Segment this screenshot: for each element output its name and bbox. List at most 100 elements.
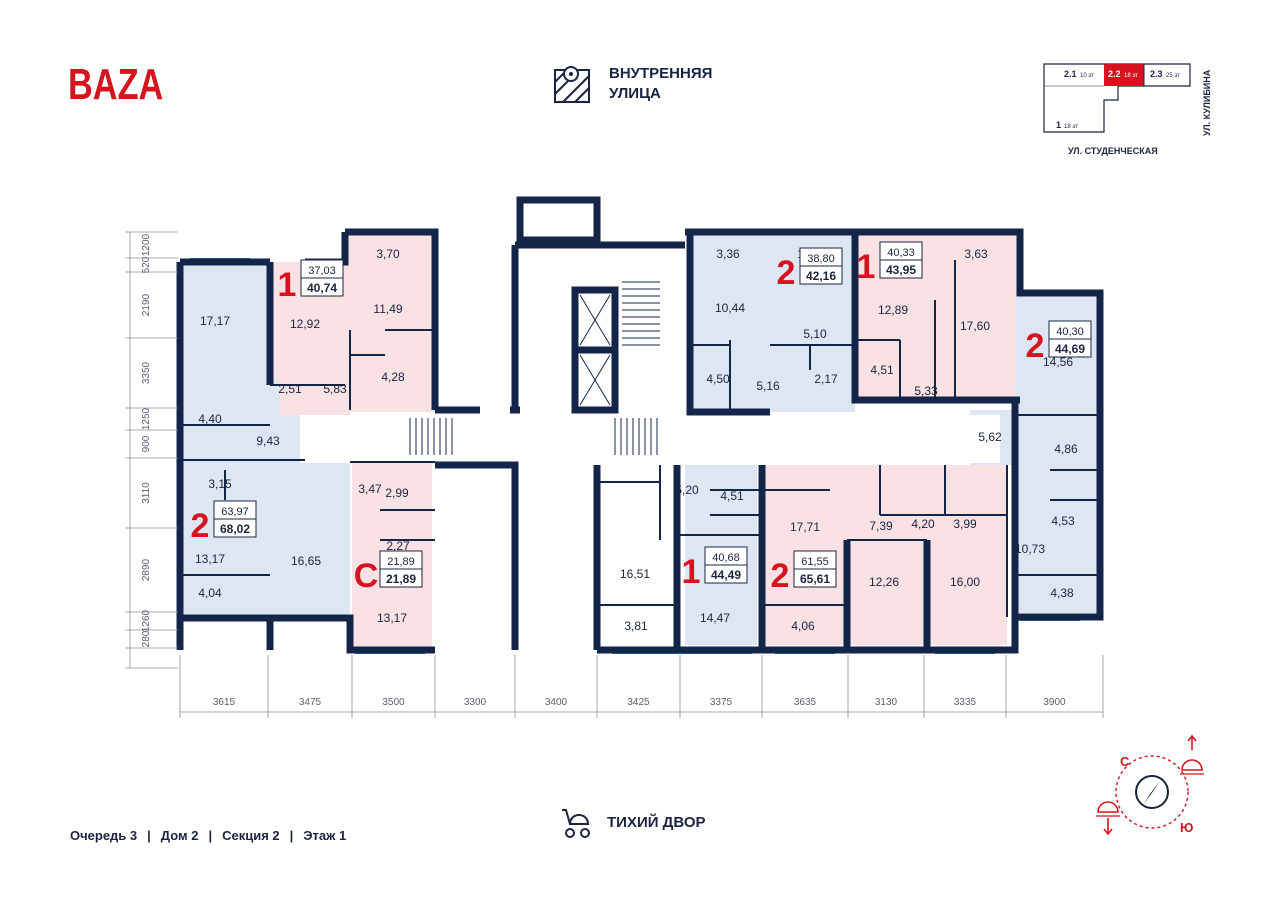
keymap-section-1-floors: 10 эт <box>1080 73 1094 79</box>
compass-north: С <box>1120 754 1130 769</box>
floor-label: Этаж 1 <box>303 828 347 843</box>
apartment-total-area: 65,61 <box>800 572 830 586</box>
wall <box>571 346 619 414</box>
section-label: Секция 2 <box>222 828 280 843</box>
wall <box>516 196 601 244</box>
room-area: 13,17 <box>195 552 225 566</box>
map-street-icon <box>554 66 590 103</box>
apartment-living-area: 38,80 <box>807 253 835 265</box>
queue-label: Очередь 3 <box>70 828 138 843</box>
keymap-section-2-floors: 18 эт <box>1124 73 1138 79</box>
street-top-line1: ВНУТРЕННЯЯ <box>609 65 713 82</box>
wall <box>176 262 435 654</box>
dimension-bottom: 3900 <box>1043 697 1066 708</box>
compass-south: Ю <box>1180 820 1193 835</box>
section-keymap: 2.1 10 эт 2.2 18 эт 2.3 25 эт 1 18 эт УЛ… <box>1043 63 1212 156</box>
room-area: 4,04 <box>198 586 222 600</box>
wall <box>176 615 274 650</box>
room-area: 17,60 <box>960 319 990 333</box>
room-area: 4,20 <box>911 517 935 531</box>
separator: | <box>208 828 213 843</box>
room-area: 5,16 <box>756 379 780 393</box>
dimension-left: 3110 <box>141 482 152 504</box>
room-area: 3,63 <box>964 247 988 261</box>
room-area: 17,71 <box>790 520 820 534</box>
apartment-living-area: 21,89 <box>387 556 415 568</box>
dimension-bottom: 3335 <box>954 697 977 708</box>
apartment-rooms: 2 <box>1026 327 1045 365</box>
apartment-rooms: 2 <box>771 557 790 595</box>
dimension-left: 1250 <box>141 407 152 430</box>
dimension-left: 2190 <box>141 293 152 316</box>
keymap-street-right: УЛ. КУЛИБИНА <box>1202 69 1212 136</box>
room-area: 4,40 <box>198 412 222 426</box>
room-area: 2,17 <box>814 372 838 386</box>
room-area: 2,99 <box>385 486 409 500</box>
keymap-section-1-id: 2.1 <box>1064 69 1077 79</box>
apartment-total-area: 40,74 <box>307 281 337 295</box>
room-area: 5,83 <box>323 382 347 396</box>
room-area: 3,36 <box>716 247 740 261</box>
room-area: 4,28 <box>381 370 405 384</box>
street-bottom-label: ТИХИЙ ДВОР <box>607 814 706 831</box>
keymap-section-4-floors: 18 эт <box>1064 124 1078 130</box>
room-area: 12,26 <box>869 575 899 589</box>
apartment-rooms: 2 <box>777 254 796 292</box>
apartment-rooms: 2 <box>191 507 210 545</box>
apartment-living-area: 61,55 <box>801 556 829 568</box>
dimension-bottom: 3130 <box>875 697 898 708</box>
apartment-total-area: 43,95 <box>886 263 916 277</box>
dimension-left: 280 <box>141 630 152 647</box>
dimension-bottom: 3500 <box>382 697 405 708</box>
apartment-total-area: 44,69 <box>1055 342 1085 356</box>
apartment-rooms: 1 <box>278 266 297 304</box>
apartment-living-area: 40,30 <box>1056 326 1084 338</box>
baza-logo: BAZA <box>68 60 164 109</box>
room-area: 4,06 <box>791 619 815 633</box>
separator: | <box>147 828 151 843</box>
wall <box>758 465 931 650</box>
room-fill <box>927 465 1007 645</box>
dimension-bottom: 3425 <box>627 697 650 708</box>
room-fill <box>935 232 1020 402</box>
wall <box>345 228 439 410</box>
room-fill <box>345 232 435 412</box>
corridor <box>300 415 1000 463</box>
apartment-total-area: 42,16 <box>806 269 836 283</box>
street-top-label: ВНУТРЕННЯЯ УЛИЦА <box>609 64 712 104</box>
room-area: 3,70 <box>376 247 400 261</box>
dimension-bottom: 3635 <box>794 697 817 708</box>
dimension-left: 520 <box>141 256 152 273</box>
room-area: 17,17 <box>200 314 230 328</box>
room-area: 4,51 <box>870 363 894 377</box>
dimension-bottom: 3375 <box>710 697 733 708</box>
room-area: 12,89 <box>878 303 908 317</box>
dimension-left: 1260 <box>141 609 152 632</box>
dimension-left: 900 <box>141 435 152 452</box>
room-area: 3,81 <box>624 619 648 633</box>
wall <box>597 228 1104 654</box>
room-fill <box>180 470 266 615</box>
room-area: 5,62 <box>978 430 1002 444</box>
room-area: 9,43 <box>256 434 280 448</box>
dimension-left: 3350 <box>141 361 152 384</box>
room-area: 13,17 <box>377 611 407 625</box>
compass-icon: С Ю <box>1096 734 1204 836</box>
apartment-living-area: 37,03 <box>308 265 336 277</box>
room-area: 12,92 <box>290 317 320 331</box>
keymap-street-bottom: УЛ. СТУДЕНЧЕСКАЯ <box>1068 146 1158 156</box>
apartment-living-area: 63,97 <box>221 506 249 518</box>
dimension-bottom: 3300 <box>464 697 487 708</box>
keymap-section-2-id: 2.2 <box>1108 69 1121 79</box>
apartment-rooms: С <box>354 557 379 595</box>
elevator-cross <box>579 294 611 406</box>
room-area: 4,86 <box>1054 442 1078 456</box>
apartment-total-area: 21,89 <box>386 572 416 586</box>
room-area: 5,33 <box>914 384 938 398</box>
room-area: 5,10 <box>803 327 827 341</box>
dimension-left: 2890 <box>141 558 152 581</box>
dimension-bottom: 3400 <box>545 697 568 708</box>
room-area: 2,51 <box>278 382 302 396</box>
room-area: 16,51 <box>620 567 650 581</box>
apartment-total-area: 68,02 <box>220 522 250 536</box>
